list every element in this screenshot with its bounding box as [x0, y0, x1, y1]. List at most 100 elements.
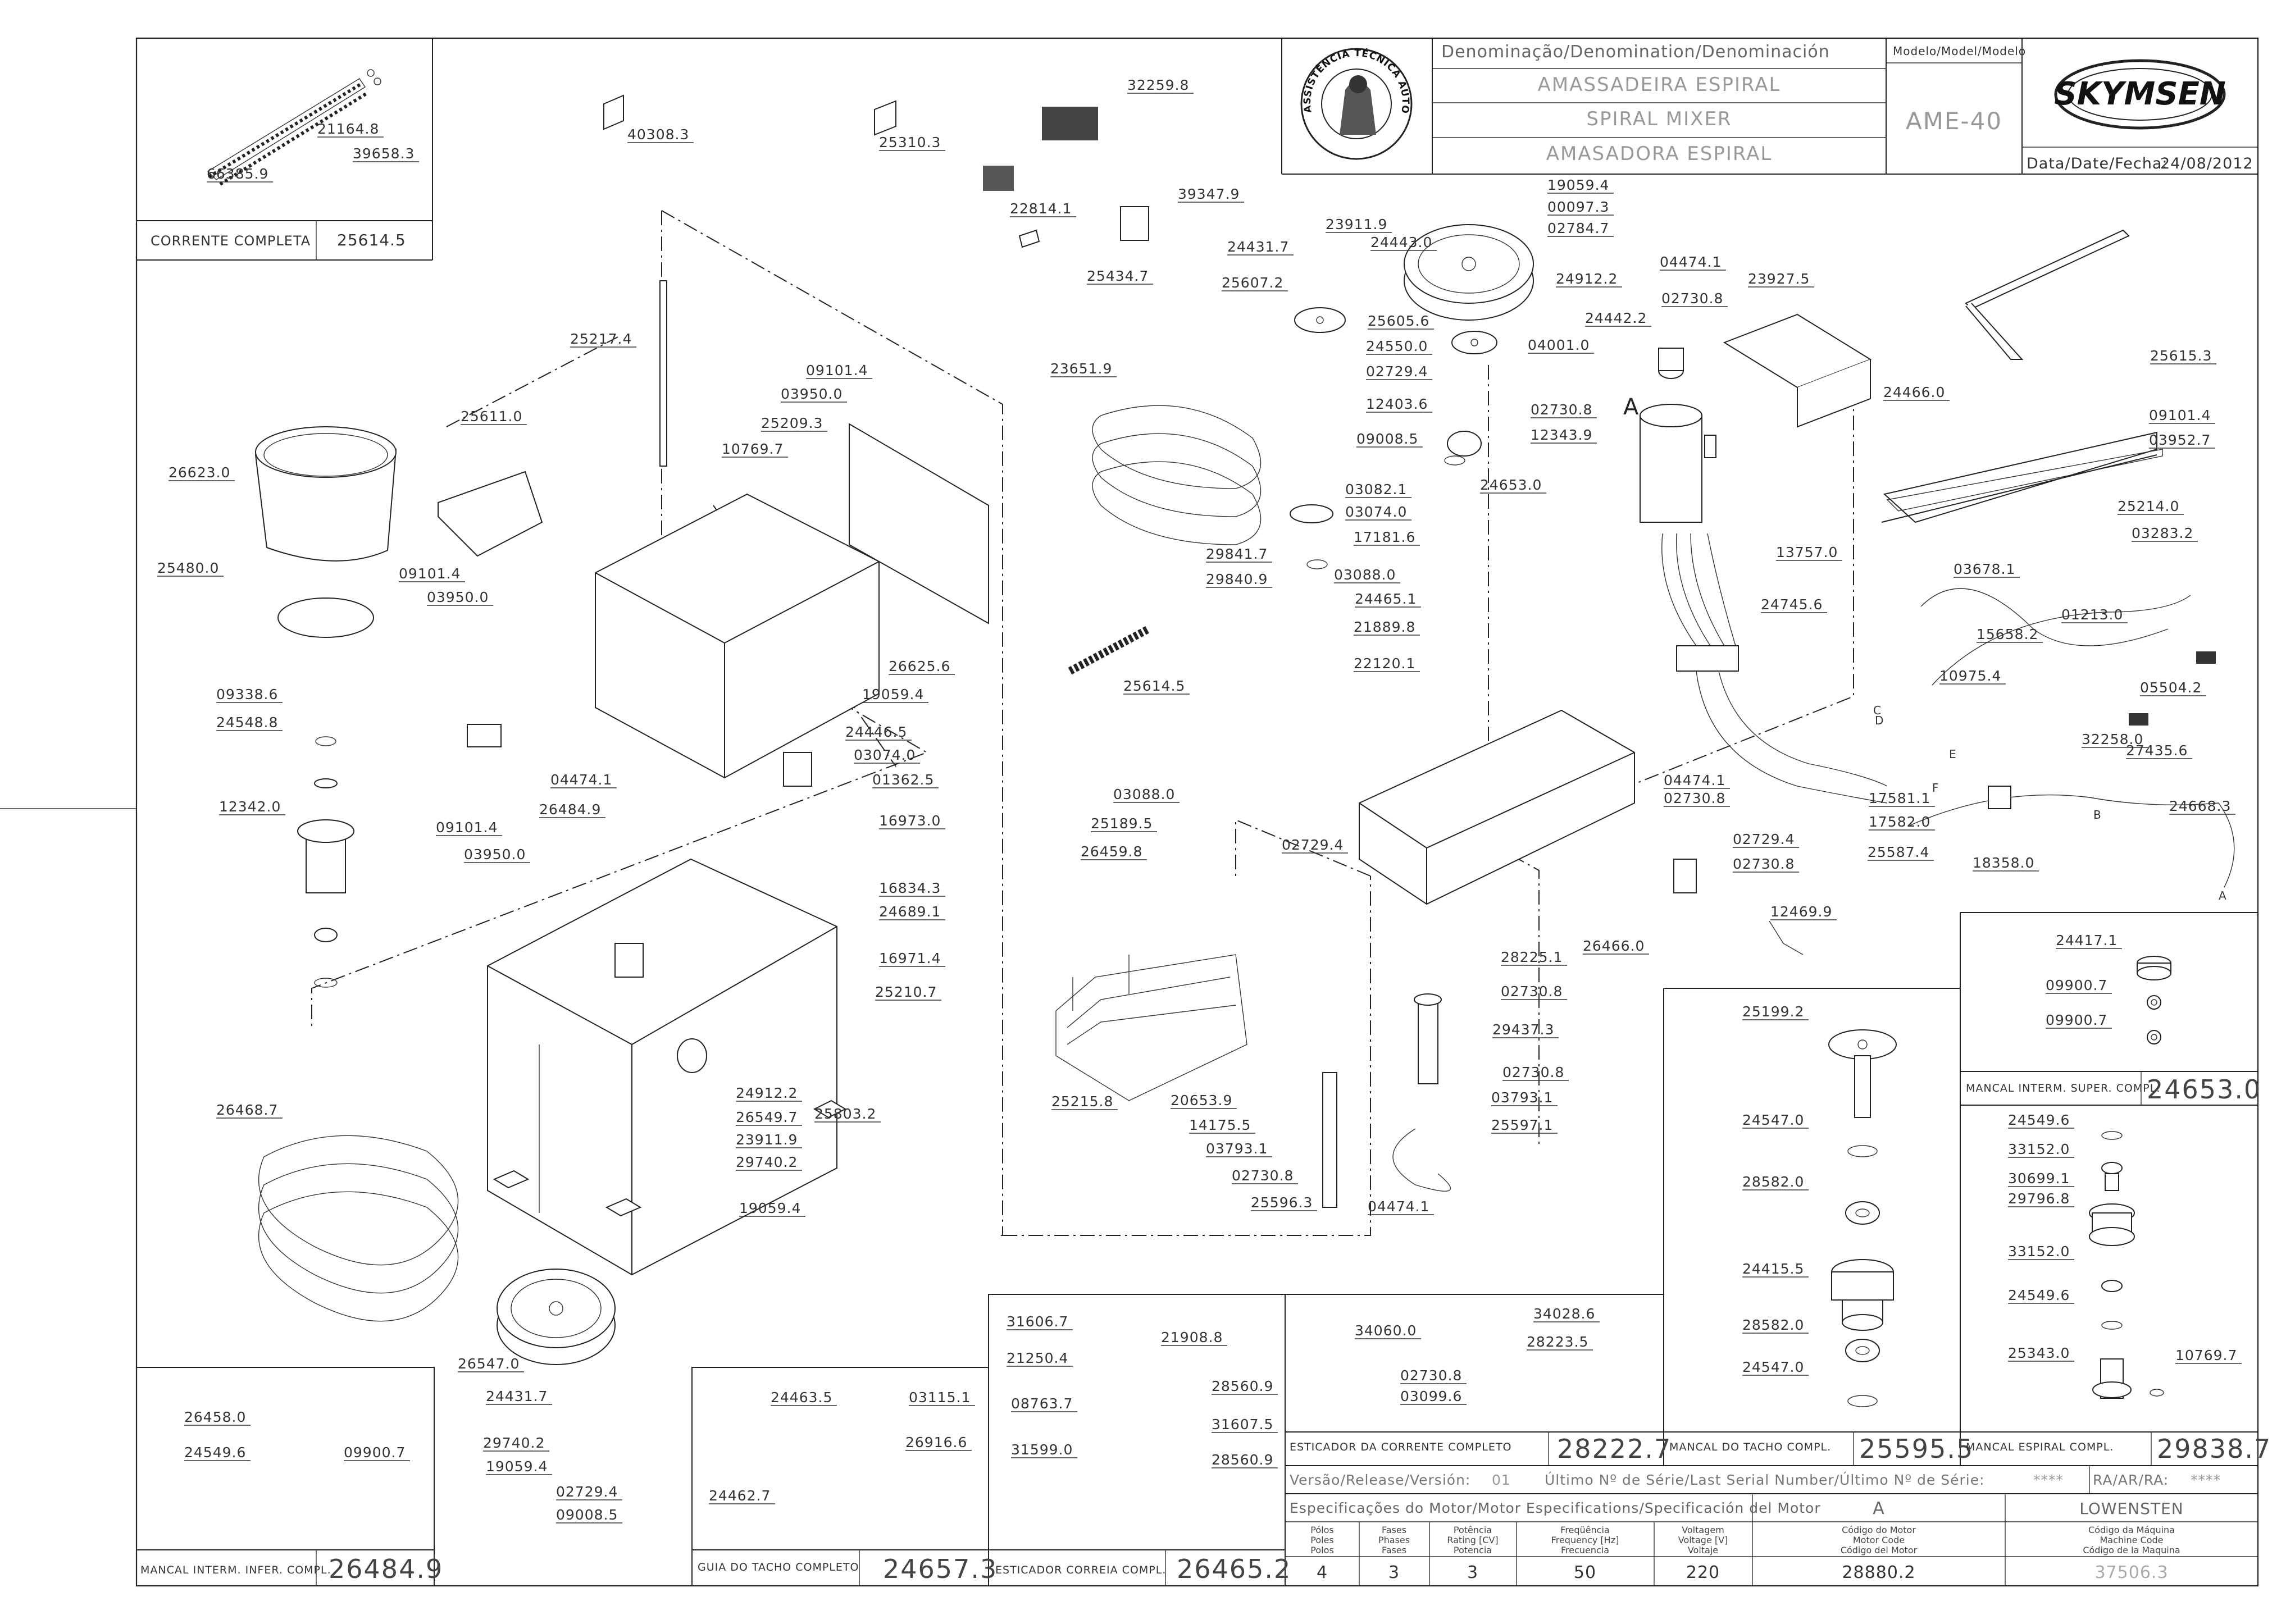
part-number-label: 03074.0 — [854, 747, 916, 763]
part-number-label: 24547.0 — [1742, 1112, 1804, 1128]
part-number-label: 02730.8 — [1664, 790, 1725, 806]
part-number-label: 32259.8 — [1127, 77, 1189, 93]
part-number-label: 31607.5 — [1212, 1416, 1273, 1433]
part-number-label: 31599.0 — [1011, 1441, 1073, 1458]
part-number-label: 39347.9 — [1178, 186, 1240, 202]
part-number-label: 09900.7 — [344, 1444, 406, 1461]
part-number-label: 02729.4 — [1282, 837, 1344, 853]
bottom-left-boxes — [136, 1294, 1286, 1586]
part-number-label: 09338.6 — [216, 686, 278, 702]
part-number-label: 03099.6 — [1400, 1388, 1462, 1404]
part-number-label: 26547.0 — [458, 1356, 520, 1372]
assembly-name: MANCAL DO TACHO COMPL. — [1669, 1441, 1831, 1453]
part-number-label: 26484.9 — [539, 801, 601, 818]
assembly-name: MANCAL INTERM. INFER. COMPL. — [140, 1564, 331, 1576]
part-number-label: 25210.7 — [875, 984, 937, 1000]
part-number-label: 29840.9 — [1206, 571, 1268, 587]
part-number-label: 25209.3 — [761, 415, 823, 431]
part-number-label: 18358.0 — [1973, 855, 2034, 871]
assembly-code: 29838.7 — [2157, 1434, 2271, 1464]
motor-spec-columns: PólosPolesPolos4FasesPhasesFases3Potênci… — [1310, 1525, 2180, 1582]
part-number-label: 04474.1 — [1368, 1198, 1429, 1215]
part-number-label: 28225.1 — [1501, 949, 1563, 965]
part-number-label: 24466.0 — [1883, 384, 1945, 400]
part-number-label: 04001.0 — [1528, 337, 1590, 353]
part-number-label: 02729.4 — [1733, 831, 1795, 847]
ra-label: RA/AR/RA: — [2093, 1472, 2169, 1488]
part-number-label: 24465.1 — [1355, 591, 1417, 607]
version-label: Versão/Release/Versión: — [1290, 1472, 1470, 1488]
model-code: AME-40 — [1906, 107, 2002, 135]
part-number-label: 03950.0 — [781, 386, 843, 402]
part-number-label: 24442.2 — [1585, 310, 1647, 326]
part-number-label: 03793.1 — [1491, 1089, 1553, 1106]
bottom-pulley — [497, 1269, 616, 1365]
part-number-label: 21889.8 — [1354, 619, 1415, 635]
part-number-label: 24745.6 — [1761, 596, 1823, 613]
spec-label: Fases — [1382, 1525, 1406, 1535]
part-number-label: 02730.8 — [1400, 1367, 1462, 1384]
part-number-label: 25343.0 — [2008, 1345, 2070, 1361]
part-number-label: 26459.8 — [1081, 843, 1142, 860]
spec-label: Código da Máquina — [2088, 1525, 2175, 1535]
assembly-name: ESTICADOR CORREIA COMPL. — [995, 1564, 1166, 1576]
part-number-label: 24417.1 — [2056, 932, 2118, 948]
name-es: AMASADORA ESPIRAL — [1546, 143, 1773, 165]
part-number-label: 01362.5 — [872, 772, 934, 788]
part-number-label: 24431.7 — [1227, 239, 1289, 255]
part-number-label: 09101.4 — [399, 565, 461, 582]
motor-spec-header: Especificações do Motor/Motor Especifica… — [1290, 1500, 1821, 1516]
part-number-label: 29437.3 — [1492, 1021, 1554, 1038]
part-number-label: 08763.7 — [1011, 1395, 1073, 1412]
part-number-label: 05504.2 — [2140, 679, 2202, 696]
part-number-label: 31606.7 — [1007, 1313, 1068, 1330]
assembly-name: MANCAL ESPIRAL COMPL. — [1966, 1441, 2114, 1453]
date-label: Data/Date/Fecha: — [2027, 155, 2168, 172]
part-number-label: 09101.4 — [436, 819, 498, 836]
spec-label: Voltage [V] — [1678, 1535, 1728, 1545]
part-number-label: 03088.0 — [1113, 786, 1175, 802]
part-number-label: 25215.8 — [1051, 1093, 1113, 1110]
spec-label: Frecuencia — [1561, 1545, 1609, 1555]
spec-value: 50 — [1574, 1563, 1596, 1582]
part-number-label: 02730.8 — [1661, 290, 1723, 307]
part-number-label: 24549.6 — [184, 1444, 246, 1461]
spec-value: 28880.2 — [1842, 1563, 1915, 1582]
part-number-label: 17181.6 — [1354, 529, 1415, 545]
wire-connector-letter: E — [1949, 747, 1957, 761]
part-number-label: 03678.1 — [1954, 561, 2015, 577]
part-number-label: 24415.5 — [1742, 1261, 1804, 1277]
part-number-label: 02729.4 — [1366, 363, 1428, 380]
part-number-label: 16973.0 — [879, 813, 941, 829]
part-number-label: 28582.0 — [1742, 1317, 1804, 1333]
part-number-label: 10769.7 — [2175, 1347, 2237, 1363]
part-number-label: 24548.8 — [216, 714, 278, 731]
wire-connector-letter: D — [1875, 714, 1884, 727]
part-number-label: 03952.7 — [2149, 432, 2211, 448]
part-number-label: 28560.9 — [1212, 1378, 1273, 1394]
part-number-label: 24653.0 — [1480, 477, 1542, 493]
part-number-label: 24549.6 — [2008, 1112, 2070, 1128]
part-number-label: 23911.9 — [736, 1132, 798, 1148]
last-serial-label: Último Nº de Série/Last Serial Number/Úl… — [1545, 1471, 1985, 1488]
part-number-label: 25614.5 — [1123, 678, 1185, 694]
spec-label: Phases — [1378, 1535, 1410, 1545]
ra-value: **** — [2191, 1472, 2221, 1488]
svg-text:SKYMSEN: SKYMSEN — [2054, 76, 2225, 112]
part-number-label: 34028.6 — [1533, 1306, 1595, 1322]
drawing-date: 24/08/2012 — [2160, 155, 2253, 172]
model-header: Modelo/Model/Modelo — [1893, 44, 2026, 58]
motor — [1640, 348, 1716, 523]
part-number-label: 25607.2 — [1222, 275, 1283, 291]
assembly-code: 26465.2 — [1177, 1554, 1291, 1584]
part-number-label: 19059.4 — [1547, 177, 1609, 193]
part-number-label: 03088.0 — [1334, 567, 1396, 583]
drawing-border — [135, 37, 2259, 1587]
part-number-label: 12342.0 — [219, 799, 281, 815]
part-number-label: 29796.8 — [2008, 1190, 2070, 1207]
part-number-label: 09101.4 — [2149, 407, 2211, 423]
assembly-name: CORRENTE COMPLETA — [151, 233, 311, 249]
spec-label: Potência — [1454, 1525, 1492, 1535]
part-number-label: 12343.9 — [1531, 427, 1592, 443]
